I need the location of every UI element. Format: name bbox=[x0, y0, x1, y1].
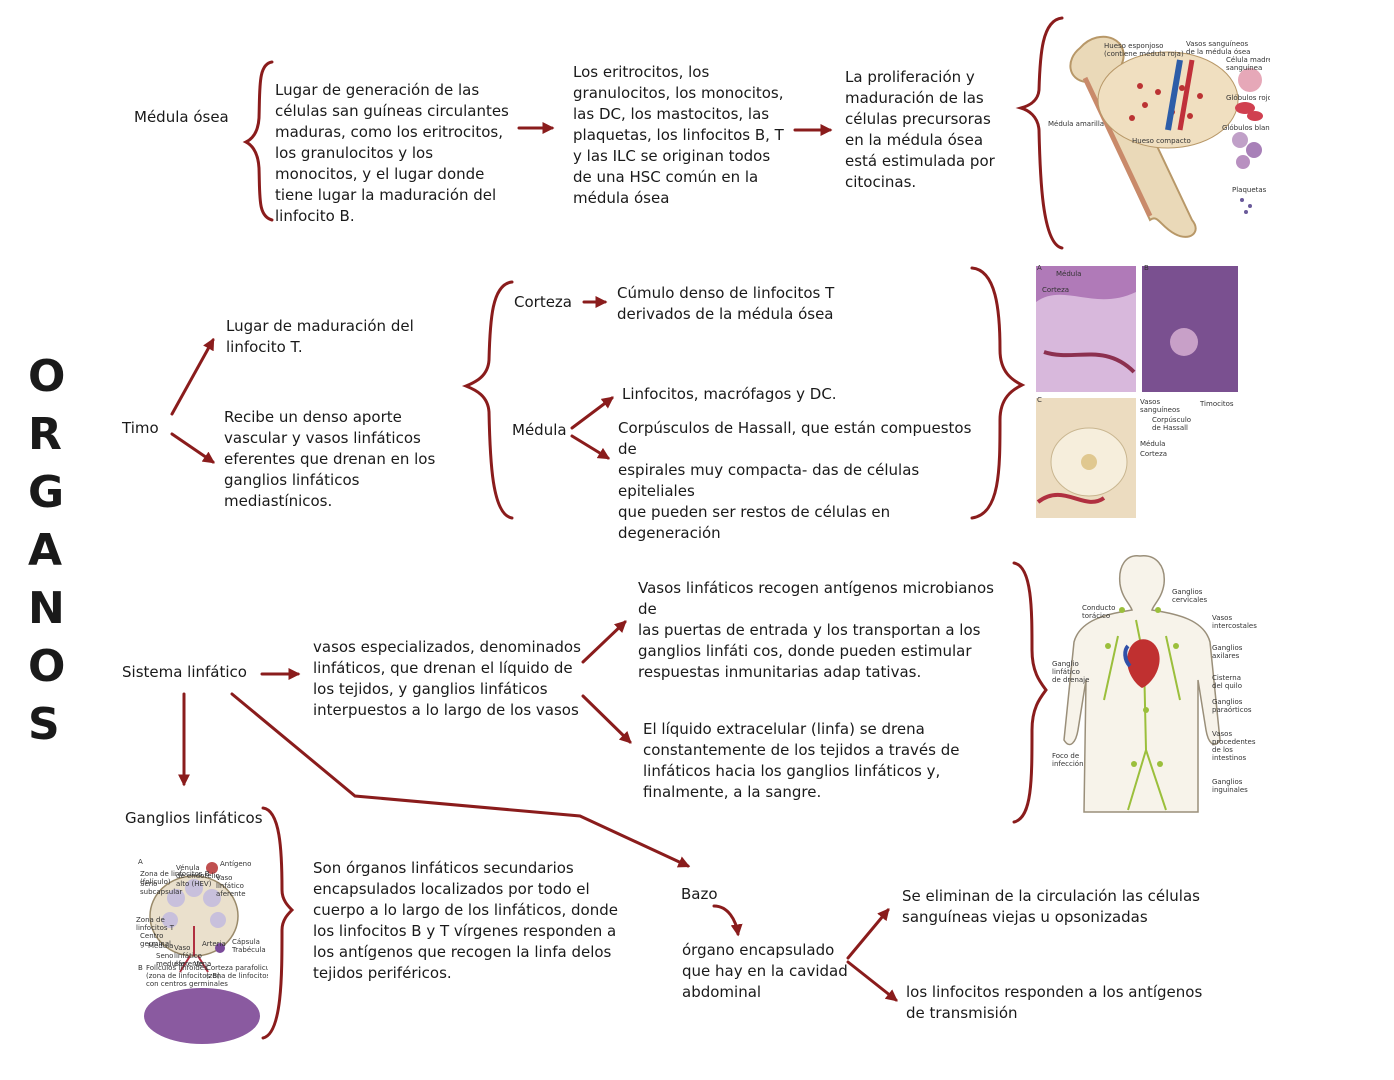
node-label-vena: Vena bbox=[194, 960, 211, 968]
bazo-elimination: Se eliminan de la circulación las célula… bbox=[902, 887, 1200, 926]
node-label-zona-b: Zona de linfocitos B(folículo) bbox=[140, 870, 210, 886]
arrow-bazo-desc bbox=[712, 904, 743, 937]
arrow-bazo-elim bbox=[846, 908, 890, 960]
thymus-label-b: B bbox=[1144, 264, 1149, 272]
brace-body-image bbox=[1012, 561, 1048, 824]
node-label-medula: Médula bbox=[148, 942, 173, 950]
arrow-linfatico-bazo bbox=[230, 692, 691, 868]
thymus-label-corteza-c: Corteza bbox=[1140, 450, 1167, 458]
thymus-label-timocitos: Timocitos bbox=[1199, 400, 1234, 408]
thymus-label-medula: Médula bbox=[1056, 270, 1081, 278]
medula-osea-label: Médula ósea bbox=[134, 108, 229, 126]
ganglios-linfaticos-label: Ganglios linfáticos bbox=[125, 809, 263, 827]
bone-marrow-illustration: Hueso esponjoso(contiene médula roja) Va… bbox=[1040, 20, 1270, 240]
timo-hassall-corpuscles: Corpúsculos de Hassall, que están compue… bbox=[618, 419, 972, 542]
node-label-a: A bbox=[138, 858, 143, 866]
medula-osea-proliferation: La proliferación y maduración de las cél… bbox=[845, 68, 995, 191]
timo-vascular-supply: Recibe un denso aporte vascular y vasos … bbox=[224, 408, 436, 510]
timo-medula-label: Médula bbox=[512, 421, 567, 439]
arrow-medula-1 bbox=[570, 396, 614, 430]
bazo-lymphocyte-response: los linfocitos responden a los antígenos… bbox=[906, 983, 1203, 1022]
arrow-vessels-lymph bbox=[581, 694, 632, 744]
medula-osea-cells-origin: Los eritrocitos, los granulocitos, los m… bbox=[573, 63, 784, 207]
linfatico-vessels-description: vasos especializados, denominados linfát… bbox=[313, 638, 581, 719]
bazo-label: Bazo bbox=[681, 885, 718, 903]
arrow-timo-maturation bbox=[170, 337, 215, 416]
arrow-timo-supply bbox=[170, 432, 215, 464]
bone-label-hueso-compacto: Hueso compacto bbox=[1132, 137, 1191, 145]
linfatico-antigen-transport: Vasos linfáticos recogen antígenos micro… bbox=[638, 579, 994, 681]
node-label-corteza-parafolicular: Corteza parafolicular(zona de linfocitos… bbox=[206, 964, 268, 980]
bazo-description: órgano encapsulado que hay en la cavidad… bbox=[682, 941, 848, 1001]
bone-label-plaquetas: Plaquetas bbox=[1232, 186, 1267, 194]
arrow-bazo-resp bbox=[846, 960, 898, 1002]
timo-corteza-description: Cúmulo denso de linfocitos T derivados d… bbox=[617, 284, 835, 323]
ganglios-linfaticos-description: Son órganos linfáticos secundarios encap… bbox=[313, 859, 618, 982]
node-label-b: B bbox=[138, 964, 143, 972]
thymus-label-medula-c: Médula bbox=[1140, 440, 1165, 448]
node-label-trabecula: Trabécula bbox=[231, 946, 266, 954]
arrow-vessels-antigens bbox=[581, 620, 627, 664]
timo-maturation: Lugar de maduración del linfocito T. bbox=[226, 317, 414, 356]
thymus-label-c: C bbox=[1037, 396, 1042, 404]
brace-thymus-right bbox=[970, 266, 1026, 520]
brace-ganglios bbox=[261, 806, 295, 1040]
node-label-arteria: Arteria bbox=[202, 940, 226, 948]
bone-label-medula-amarilla: Médula amarilla bbox=[1048, 120, 1104, 128]
brace-thymus-left bbox=[461, 280, 514, 520]
timo-medula-cells: Linfocitos, macrófagos y DC. bbox=[622, 385, 837, 403]
bone-label-globulos-rojos: Glóbulos rojos bbox=[1226, 94, 1270, 102]
sistema-linfatico-label: Sistema linfático bbox=[122, 663, 247, 681]
thymus-label-corteza: Corteza bbox=[1042, 286, 1069, 294]
bone-label-globulos-blancos: Glóbulos blancos bbox=[1222, 124, 1270, 132]
node-label-antigeno: Antígeno bbox=[220, 860, 251, 868]
linfatico-lymph-drainage: El líquido extracelular (linfa) se drena… bbox=[643, 720, 960, 801]
node-label-capsula: Cápsula bbox=[232, 938, 260, 946]
brace-bone-image bbox=[1015, 16, 1064, 250]
timo-label: Timo bbox=[122, 419, 159, 437]
brace-medula-desc bbox=[242, 60, 274, 222]
arrow-medula-2 bbox=[570, 434, 611, 460]
timo-corteza-label: Corteza bbox=[514, 293, 572, 311]
bone-label-hueso-esponjoso: Hueso esponjoso(contiene médula roja) bbox=[1104, 42, 1184, 58]
thymus-label-a: A bbox=[1037, 264, 1042, 272]
medula-osea-description: Lugar de generación de las células san g… bbox=[275, 81, 509, 225]
node-label-foliculos: Folículos linfoides(zona de linfocitos B… bbox=[146, 964, 228, 988]
